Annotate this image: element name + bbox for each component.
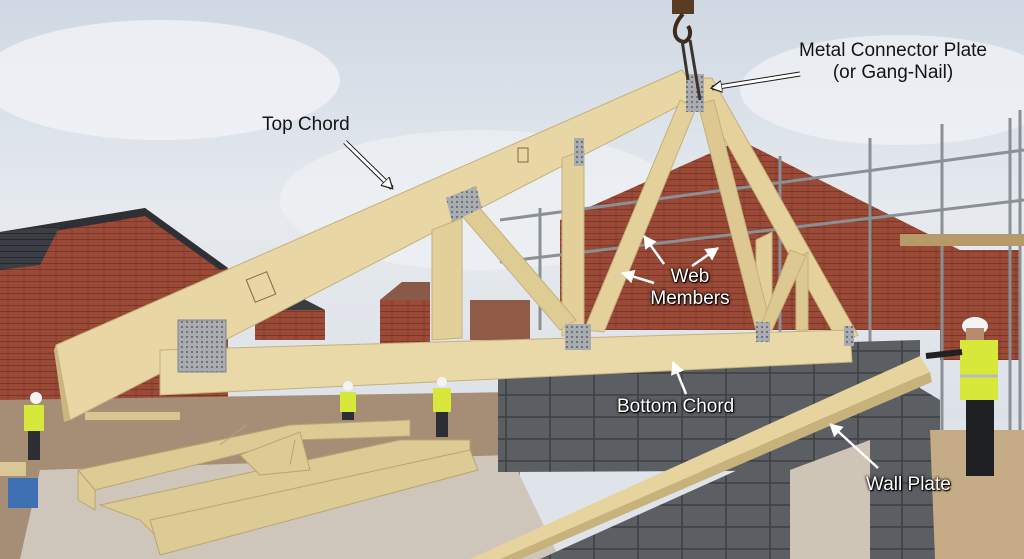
bottom-chord-text: Bottom Chord [617,396,735,417]
web-members-line-2: Members [650,288,730,309]
top-chord-label: Top Chord [262,114,350,136]
workers [24,317,998,476]
metal-connector-plate-line-1: Metal Connector Plate [799,40,987,61]
bottom-chord-label: Bottom Chord [617,396,734,418]
wall-plate-label: Wall Plate [866,474,951,496]
web-members-line-1: Web [670,266,710,287]
roof-truss [54,69,859,422]
web-members-label: Web Members [640,266,740,310]
top-chord-text: Top Chord [262,114,350,135]
wall-plate-text: Wall Plate [866,474,951,495]
metal-connector-plate-label: Metal Connector Plate (or Gang-Nail) [768,40,1018,84]
metal-connector-plate-line-2: (or Gang-Nail) [832,62,954,83]
